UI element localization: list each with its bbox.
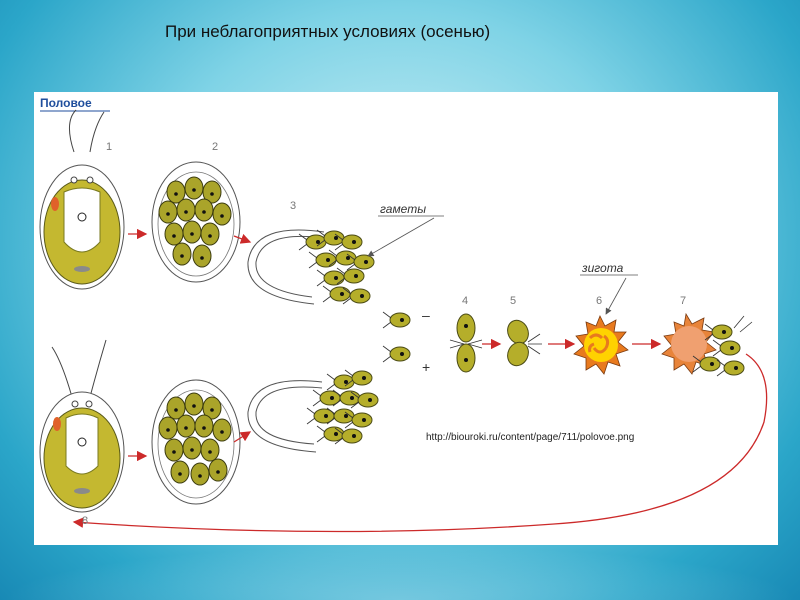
zygote	[574, 316, 628, 374]
stage-number-2: 2	[212, 141, 218, 153]
plus-sign: +	[422, 359, 430, 375]
stage-number-6: 6	[596, 295, 602, 307]
zygote-label: зигота	[581, 261, 624, 275]
slide-title: При неблагоприятных условиях (осенью)	[165, 22, 490, 42]
dividing-cell-top	[152, 162, 240, 282]
gametes-pointer	[368, 218, 434, 256]
stage-number-3: 3	[290, 200, 296, 212]
released-gametes-top	[248, 230, 410, 328]
zygote-pointer	[606, 278, 626, 314]
life-cycle-diagram: Половое 1 2	[34, 92, 778, 545]
gamete-fusion	[450, 314, 482, 372]
stage-number-4: 4	[462, 295, 468, 307]
life-cycle-figure: Половое 1 2	[34, 92, 778, 545]
mature-cell-bottom	[40, 340, 124, 512]
fusing-gametes	[504, 317, 542, 369]
mature-cell-top	[40, 110, 124, 289]
figure-heading: Половое	[40, 96, 92, 110]
germinating-zygote	[662, 314, 752, 376]
source-url: http://biouroki.ru/content/page/711/polo…	[426, 432, 634, 443]
background-glow	[0, 545, 800, 600]
gametes-label: гаметы	[380, 202, 426, 216]
minus-sign: –	[422, 307, 430, 323]
stage-number-5: 5	[510, 295, 516, 307]
released-gametes-bottom	[248, 346, 410, 452]
stage-number-8: 8	[82, 515, 88, 527]
stage-number-7: 7	[680, 295, 686, 307]
stage-number-1: 1	[106, 141, 112, 153]
dividing-cell-bottom	[152, 380, 240, 504]
